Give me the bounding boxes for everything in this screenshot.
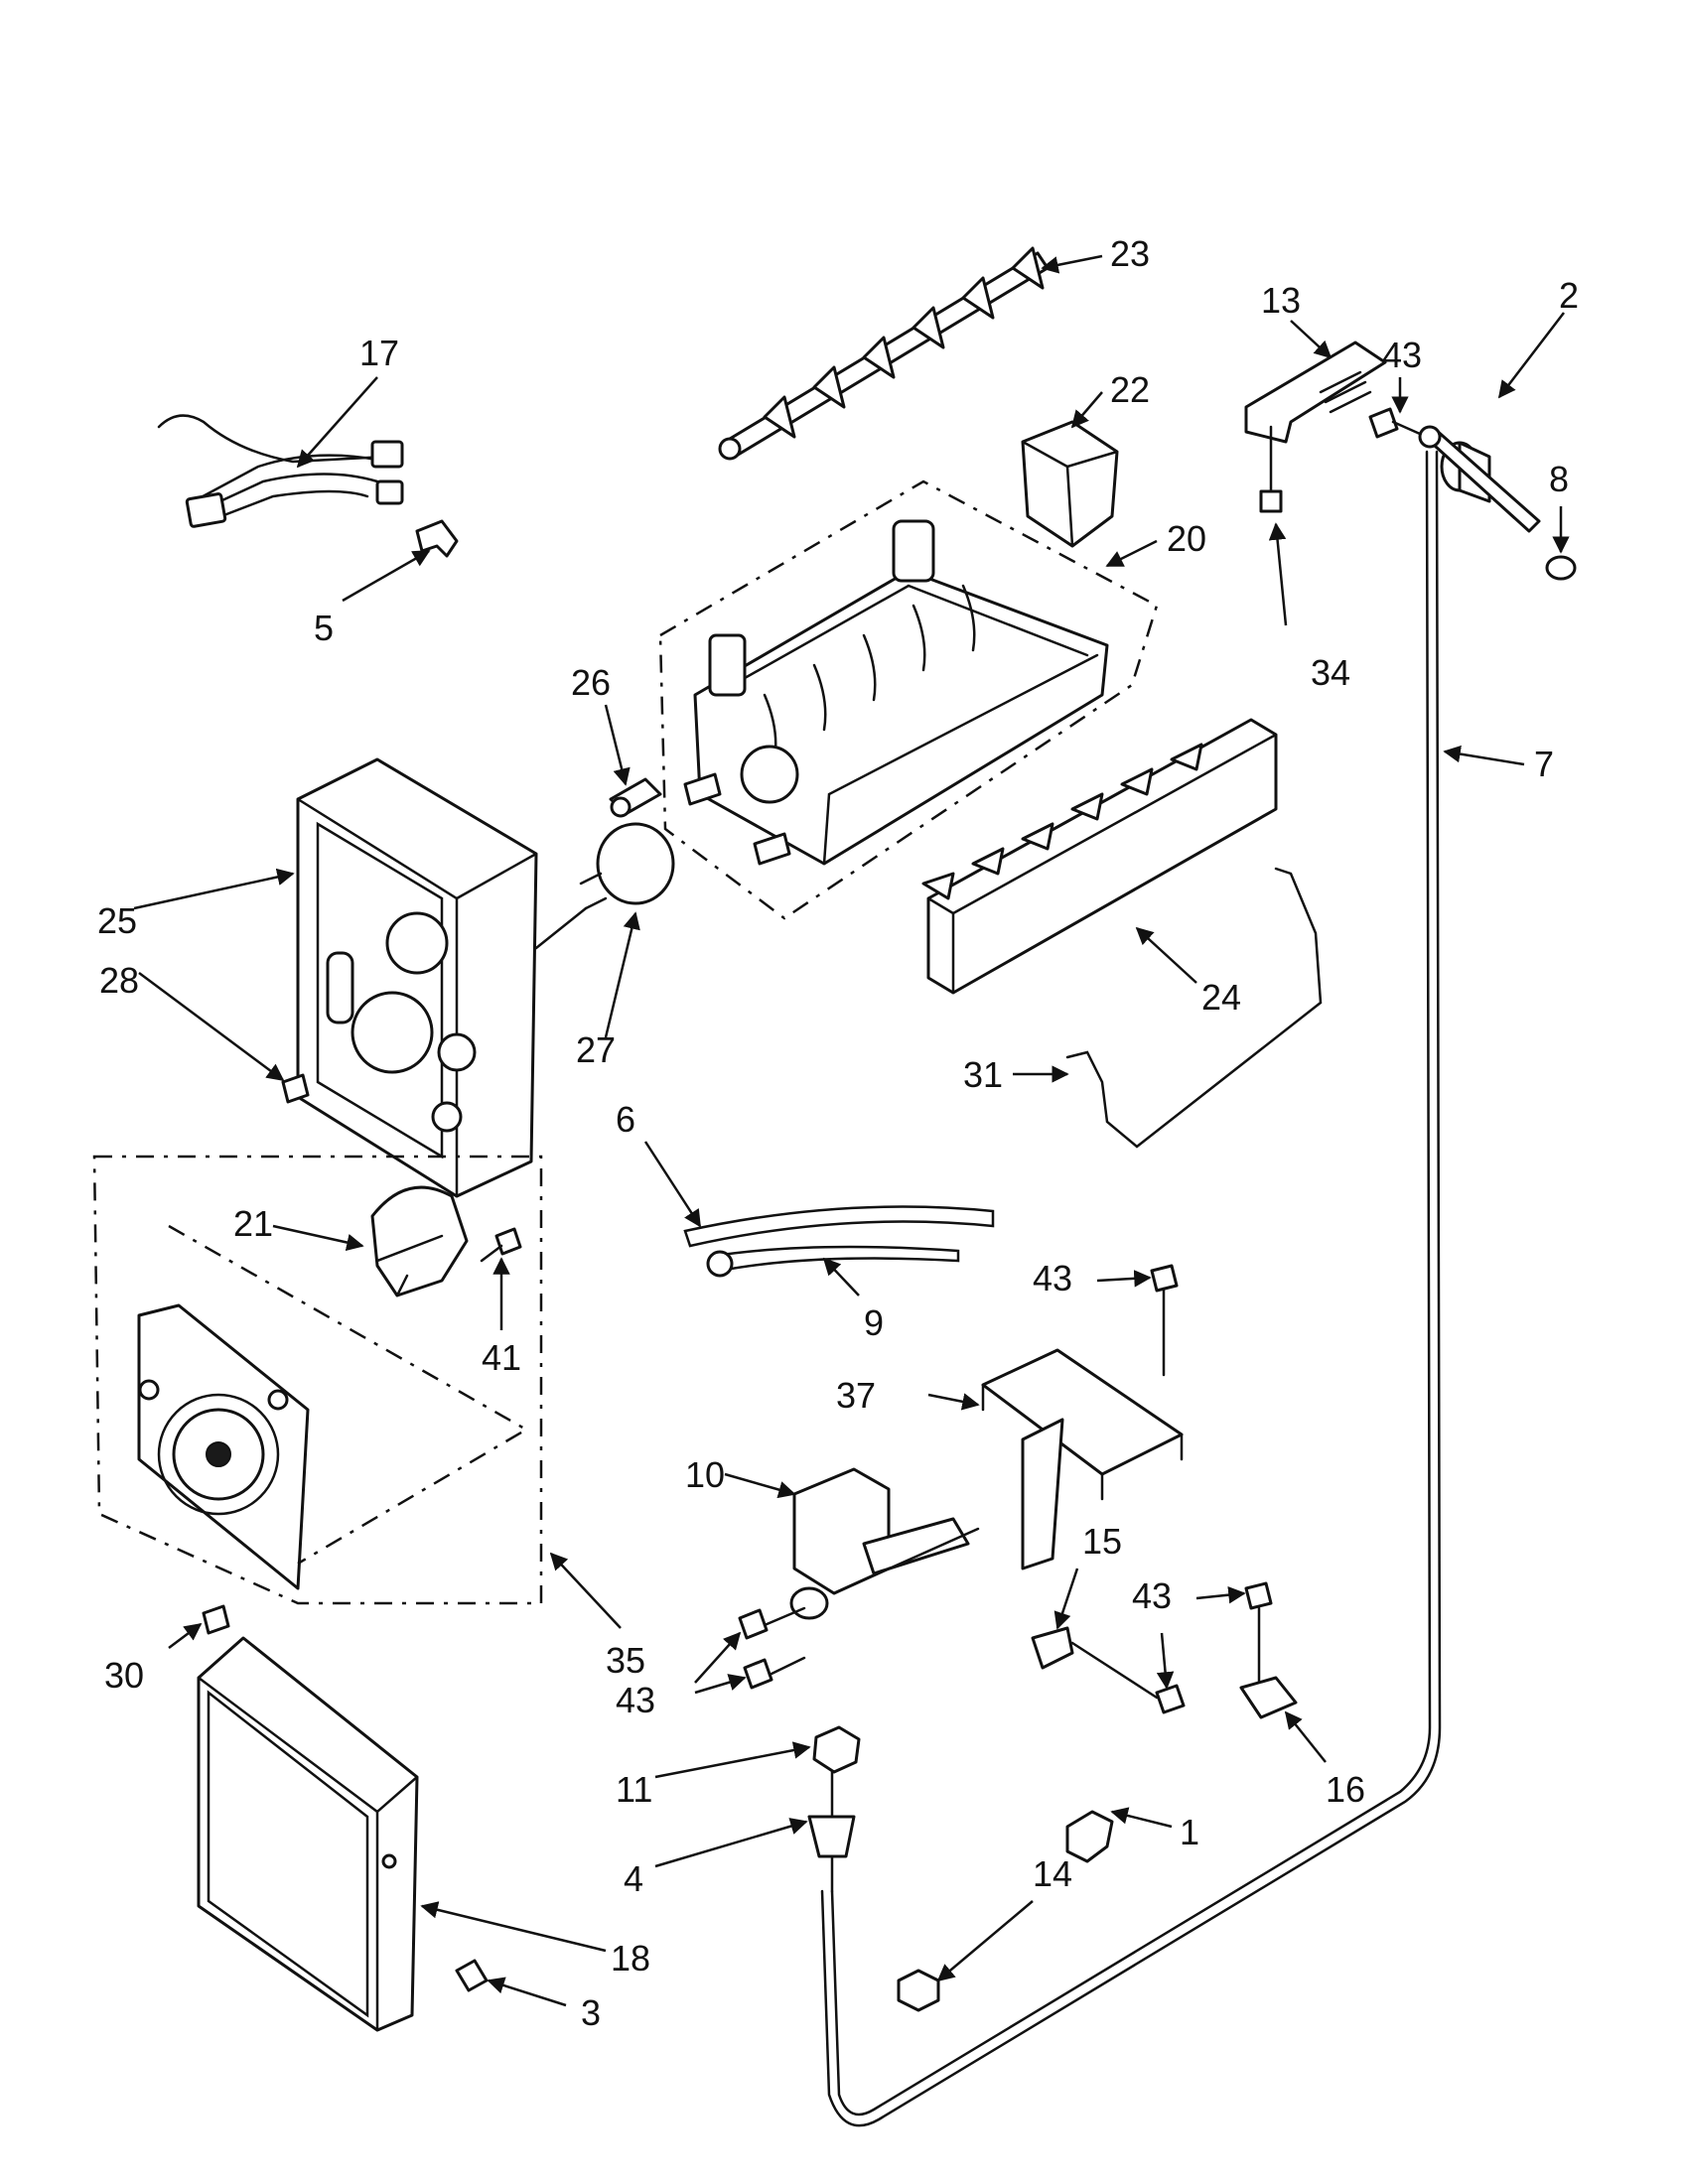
label-5: 5 [314, 608, 334, 648]
water-line [830, 450, 1432, 2116]
stripper [921, 718, 1278, 995]
label-43-top: 43 [1382, 335, 1422, 375]
label-8: 8 [1549, 459, 1569, 499]
tube-clamp [1031, 1626, 1159, 1700]
water-tube [683, 1205, 995, 1248]
fill-tube-washer [1545, 555, 1577, 581]
label-18: 18 [611, 1938, 650, 1979]
label-41: 41 [482, 1337, 521, 1378]
fill-tube [1418, 425, 1541, 533]
label-21: 21 [233, 1203, 273, 1244]
wire-harness [157, 414, 404, 528]
thermostat [579, 822, 675, 910]
module-alignment-lines [168, 1224, 529, 1566]
motor-screw [480, 1227, 522, 1263]
shutoff-arm [1065, 867, 1323, 1149]
thermostat-clip [609, 777, 662, 818]
bracket-screw [1259, 425, 1283, 513]
water-valve [789, 1467, 980, 1620]
motor-module-outline [92, 1155, 543, 1605]
part-numbers: 23 22 20 13 2 43 8 34 7 17 5 26 25 27 28… [97, 233, 1579, 2033]
label-1: 1 [1180, 1812, 1199, 1852]
label-26: 26 [571, 662, 611, 703]
label-20: 20 [1167, 518, 1206, 559]
label-43-valve: 43 [616, 1680, 655, 1720]
label-27: 27 [576, 1029, 616, 1070]
label-16: 16 [1326, 1769, 1365, 1810]
ejector [718, 246, 1050, 461]
clamp-screw [1155, 1684, 1186, 1714]
valve-screws [738, 1606, 806, 1690]
label-2: 2 [1559, 275, 1579, 316]
elbow-fitting [1065, 1810, 1114, 1863]
label-37: 37 [836, 1375, 876, 1416]
cover-screw [455, 1959, 489, 1992]
module-screw [202, 1604, 230, 1635]
label-43-bracket: 43 [1033, 1258, 1072, 1298]
compression-sleeve [807, 1815, 856, 1858]
label-9: 9 [864, 1302, 884, 1343]
label-7: 7 [1534, 744, 1554, 784]
front-cover [197, 1636, 419, 2032]
label-24: 24 [1201, 977, 1241, 1018]
thermostat-leader-line [534, 906, 588, 950]
hex-nut [897, 1969, 940, 2012]
control-housing [296, 757, 538, 1198]
bracket-screw-43 [1150, 1264, 1179, 1377]
motor [370, 1185, 469, 1297]
label-14: 14 [1033, 1853, 1072, 1894]
module-plate [137, 1303, 310, 1590]
compression-nut [812, 1725, 861, 1774]
label-17: 17 [359, 333, 399, 373]
label-3: 3 [581, 1992, 601, 2033]
label-30: 30 [104, 1655, 144, 1696]
label-34: 34 [1311, 652, 1350, 693]
label-11: 11 [616, 1769, 652, 1810]
mold-assembly [658, 479, 1159, 920]
valve-bracket [981, 1348, 1184, 1570]
label-15: 15 [1082, 1521, 1122, 1562]
clamp-16 [1239, 1581, 1298, 1719]
leader-lines [133, 254, 1570, 2007]
shutoff-bracket [1244, 341, 1387, 444]
label-13: 13 [1261, 280, 1301, 321]
label-10: 10 [685, 1454, 725, 1495]
label-23: 23 [1110, 233, 1150, 274]
label-22: 22 [1110, 369, 1150, 410]
water-tube-2 [713, 1245, 960, 1273]
label-35: 35 [606, 1640, 645, 1681]
fill-tube-screw [1368, 407, 1422, 439]
fill-cup [1021, 420, 1119, 548]
harness-clip [415, 519, 459, 558]
label-6: 6 [616, 1099, 635, 1140]
label-25: 25 [97, 900, 137, 941]
housing-screw [281, 1073, 310, 1104]
label-28: 28 [99, 960, 139, 1001]
label-43-clamp: 43 [1132, 1575, 1172, 1616]
label-31: 31 [963, 1054, 1003, 1095]
label-4: 4 [624, 1858, 643, 1899]
